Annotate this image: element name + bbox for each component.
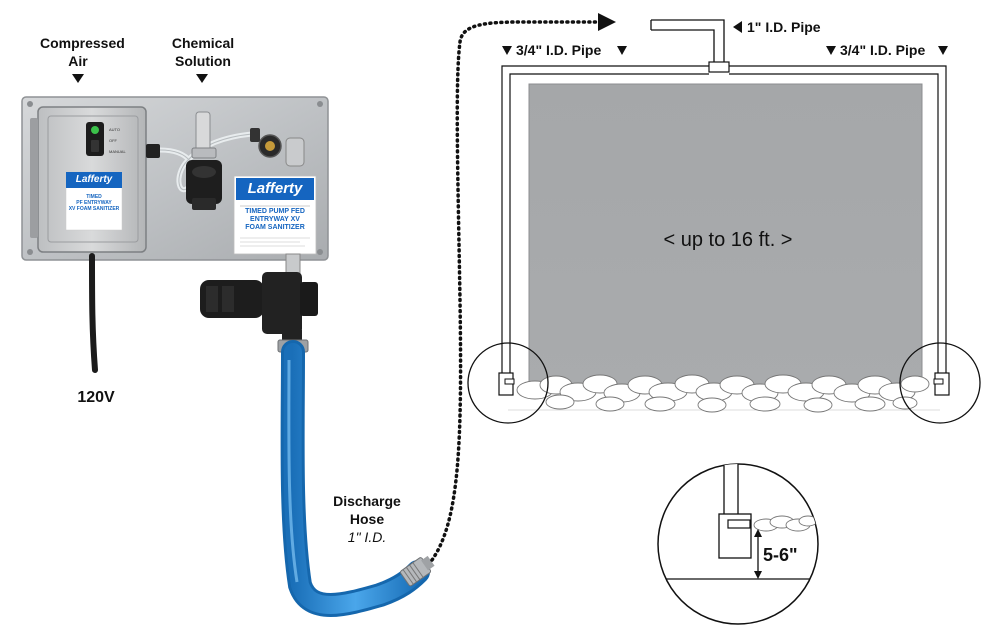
hose-size-label: 1" I.D. (347, 529, 387, 545)
chemical-solution-label: Chemical Solution (168, 34, 238, 70)
top-pipe-arrow (733, 21, 742, 33)
main-label-text: TIMED PUMP FED ENTRYWAY XV FOAM SANITIZE… (236, 208, 314, 232)
foam-curtain (516, 374, 930, 413)
compressed-air-label: Compressed Air (40, 34, 125, 70)
left-pipe-arrow-2 (617, 46, 627, 55)
control-box: AUTO OFF MANUAL (30, 106, 147, 253)
main-label-line-3: FOAM SANITIZER (245, 224, 305, 231)
discharge-hose-label: Discharge Hose 1" I.D. (322, 492, 412, 546)
hose-end-fitting (400, 555, 435, 587)
top-pipe-label: 1" I.D. Pipe (747, 19, 821, 35)
control-box-brand: Lafferty (75, 174, 113, 185)
chemical-solution-arrow (196, 74, 208, 83)
svg-text:OFF: OFF (109, 138, 118, 143)
chemical-solution-line-1: Chemical (171, 35, 235, 51)
right-pipe-label: 3/4" I.D. Pipe (840, 42, 926, 58)
discharge-hose-line-1: Discharge (333, 493, 401, 509)
right-pipe-arrow-1 (826, 46, 836, 55)
discharge-hose-line-2: Hose (349, 511, 385, 527)
doorway (528, 83, 923, 391)
main-label-line-1: TIMED PUMP FED (245, 208, 305, 215)
compressed-air-line-1: Compressed (40, 35, 125, 51)
nozzle-detail-view (657, 463, 819, 625)
main-label-brand: Lafferty (247, 180, 303, 197)
control-box-label-line-1: TIMED (86, 194, 102, 200)
dotted-connection (430, 20, 602, 562)
right-pipe-arrow-2 (938, 46, 948, 55)
control-box-label-line-2: PF ENTRYWAY (76, 200, 112, 206)
height-label: 5-6" (763, 545, 798, 565)
compressed-air-arrow (72, 74, 84, 83)
compressed-air-line-2: Air (68, 53, 88, 69)
main-label-line-2: ENTRYWAY XV (250, 216, 300, 223)
chemical-solution-line-2: Solution (175, 53, 231, 69)
header-pipe (509, 73, 939, 373)
discharge-hose (280, 340, 430, 617)
main-label (233, 175, 317, 255)
dotted-arrow-head (598, 13, 616, 31)
top-inlet-pipe (651, 19, 725, 64)
pipe-tee (708, 61, 730, 73)
svg-text:MANUAL: MANUAL (109, 149, 126, 154)
control-box-label-line-3: XV FOAM SANITIZER (68, 206, 120, 212)
left-pipe-arrow-1 (502, 46, 512, 55)
left-detail-circle (467, 342, 549, 424)
air-fitting (146, 144, 160, 158)
width-label: < up to 16 ft. > (663, 229, 793, 251)
svg-text:AUTO: AUTO (109, 127, 120, 132)
pump-assembly (159, 111, 305, 210)
right-detail-circle (899, 342, 981, 424)
pump-motor (200, 272, 318, 344)
control-box-small-label: TIMED PF ENTRYWAY XV FOAM SANITIZER (66, 194, 122, 212)
left-pipe-label: 3/4" I.D. Pipe (516, 42, 602, 58)
power-cord (89, 253, 98, 373)
voltage-label: 120V (77, 389, 115, 406)
